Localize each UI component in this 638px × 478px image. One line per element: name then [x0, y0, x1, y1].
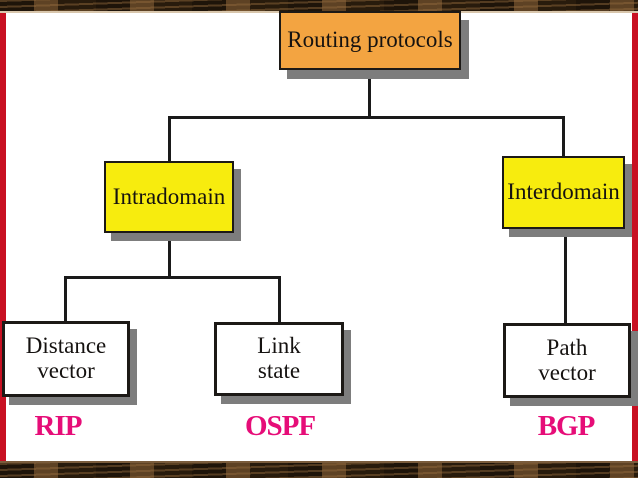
bgp-label: BGP — [537, 410, 596, 442]
intradomain-label: Intradomain — [112, 183, 226, 209]
right-red-stripe — [632, 8, 638, 466]
connector-level3-horizontal — [64, 276, 281, 279]
connector-intradomain-down — [168, 233, 171, 276]
connector-intradomain-up — [168, 116, 171, 161]
distance-vector-box: Distance vector — [2, 321, 130, 397]
connector-link-state-up — [278, 276, 281, 322]
link-state-box: Link state — [214, 322, 344, 396]
ospf-label: OSPF — [244, 410, 316, 442]
connector-path-vector-up — [564, 229, 567, 323]
connector-level2-horizontal — [168, 116, 565, 119]
routing-protocols-label: Routing protocols — [287, 27, 453, 53]
connector-interdomain-up — [562, 116, 565, 156]
path-vector-label-line1: Path — [546, 334, 588, 360]
rip-label: RIP — [34, 410, 83, 442]
routing-protocols-box: Routing protocols — [279, 11, 461, 70]
intradomain-box: Intradomain — [104, 161, 234, 233]
connector-root-down — [368, 70, 371, 119]
path-vector-box: Path vector — [503, 323, 631, 398]
distance-vector-label-line1: Distance — [25, 333, 107, 359]
bottom-wood-border — [0, 461, 638, 478]
path-vector-label-line2: vector — [538, 359, 596, 385]
connector-distance-vector-up — [64, 276, 67, 321]
interdomain-label: Interdomain — [507, 179, 620, 205]
distance-vector-label-line2: vector — [37, 358, 95, 383]
link-state-label-line2: state — [257, 358, 301, 383]
left-red-stripe — [0, 8, 6, 466]
link-state-label-line1: Link — [257, 333, 301, 359]
interdomain-box: Interdomain — [502, 156, 625, 229]
